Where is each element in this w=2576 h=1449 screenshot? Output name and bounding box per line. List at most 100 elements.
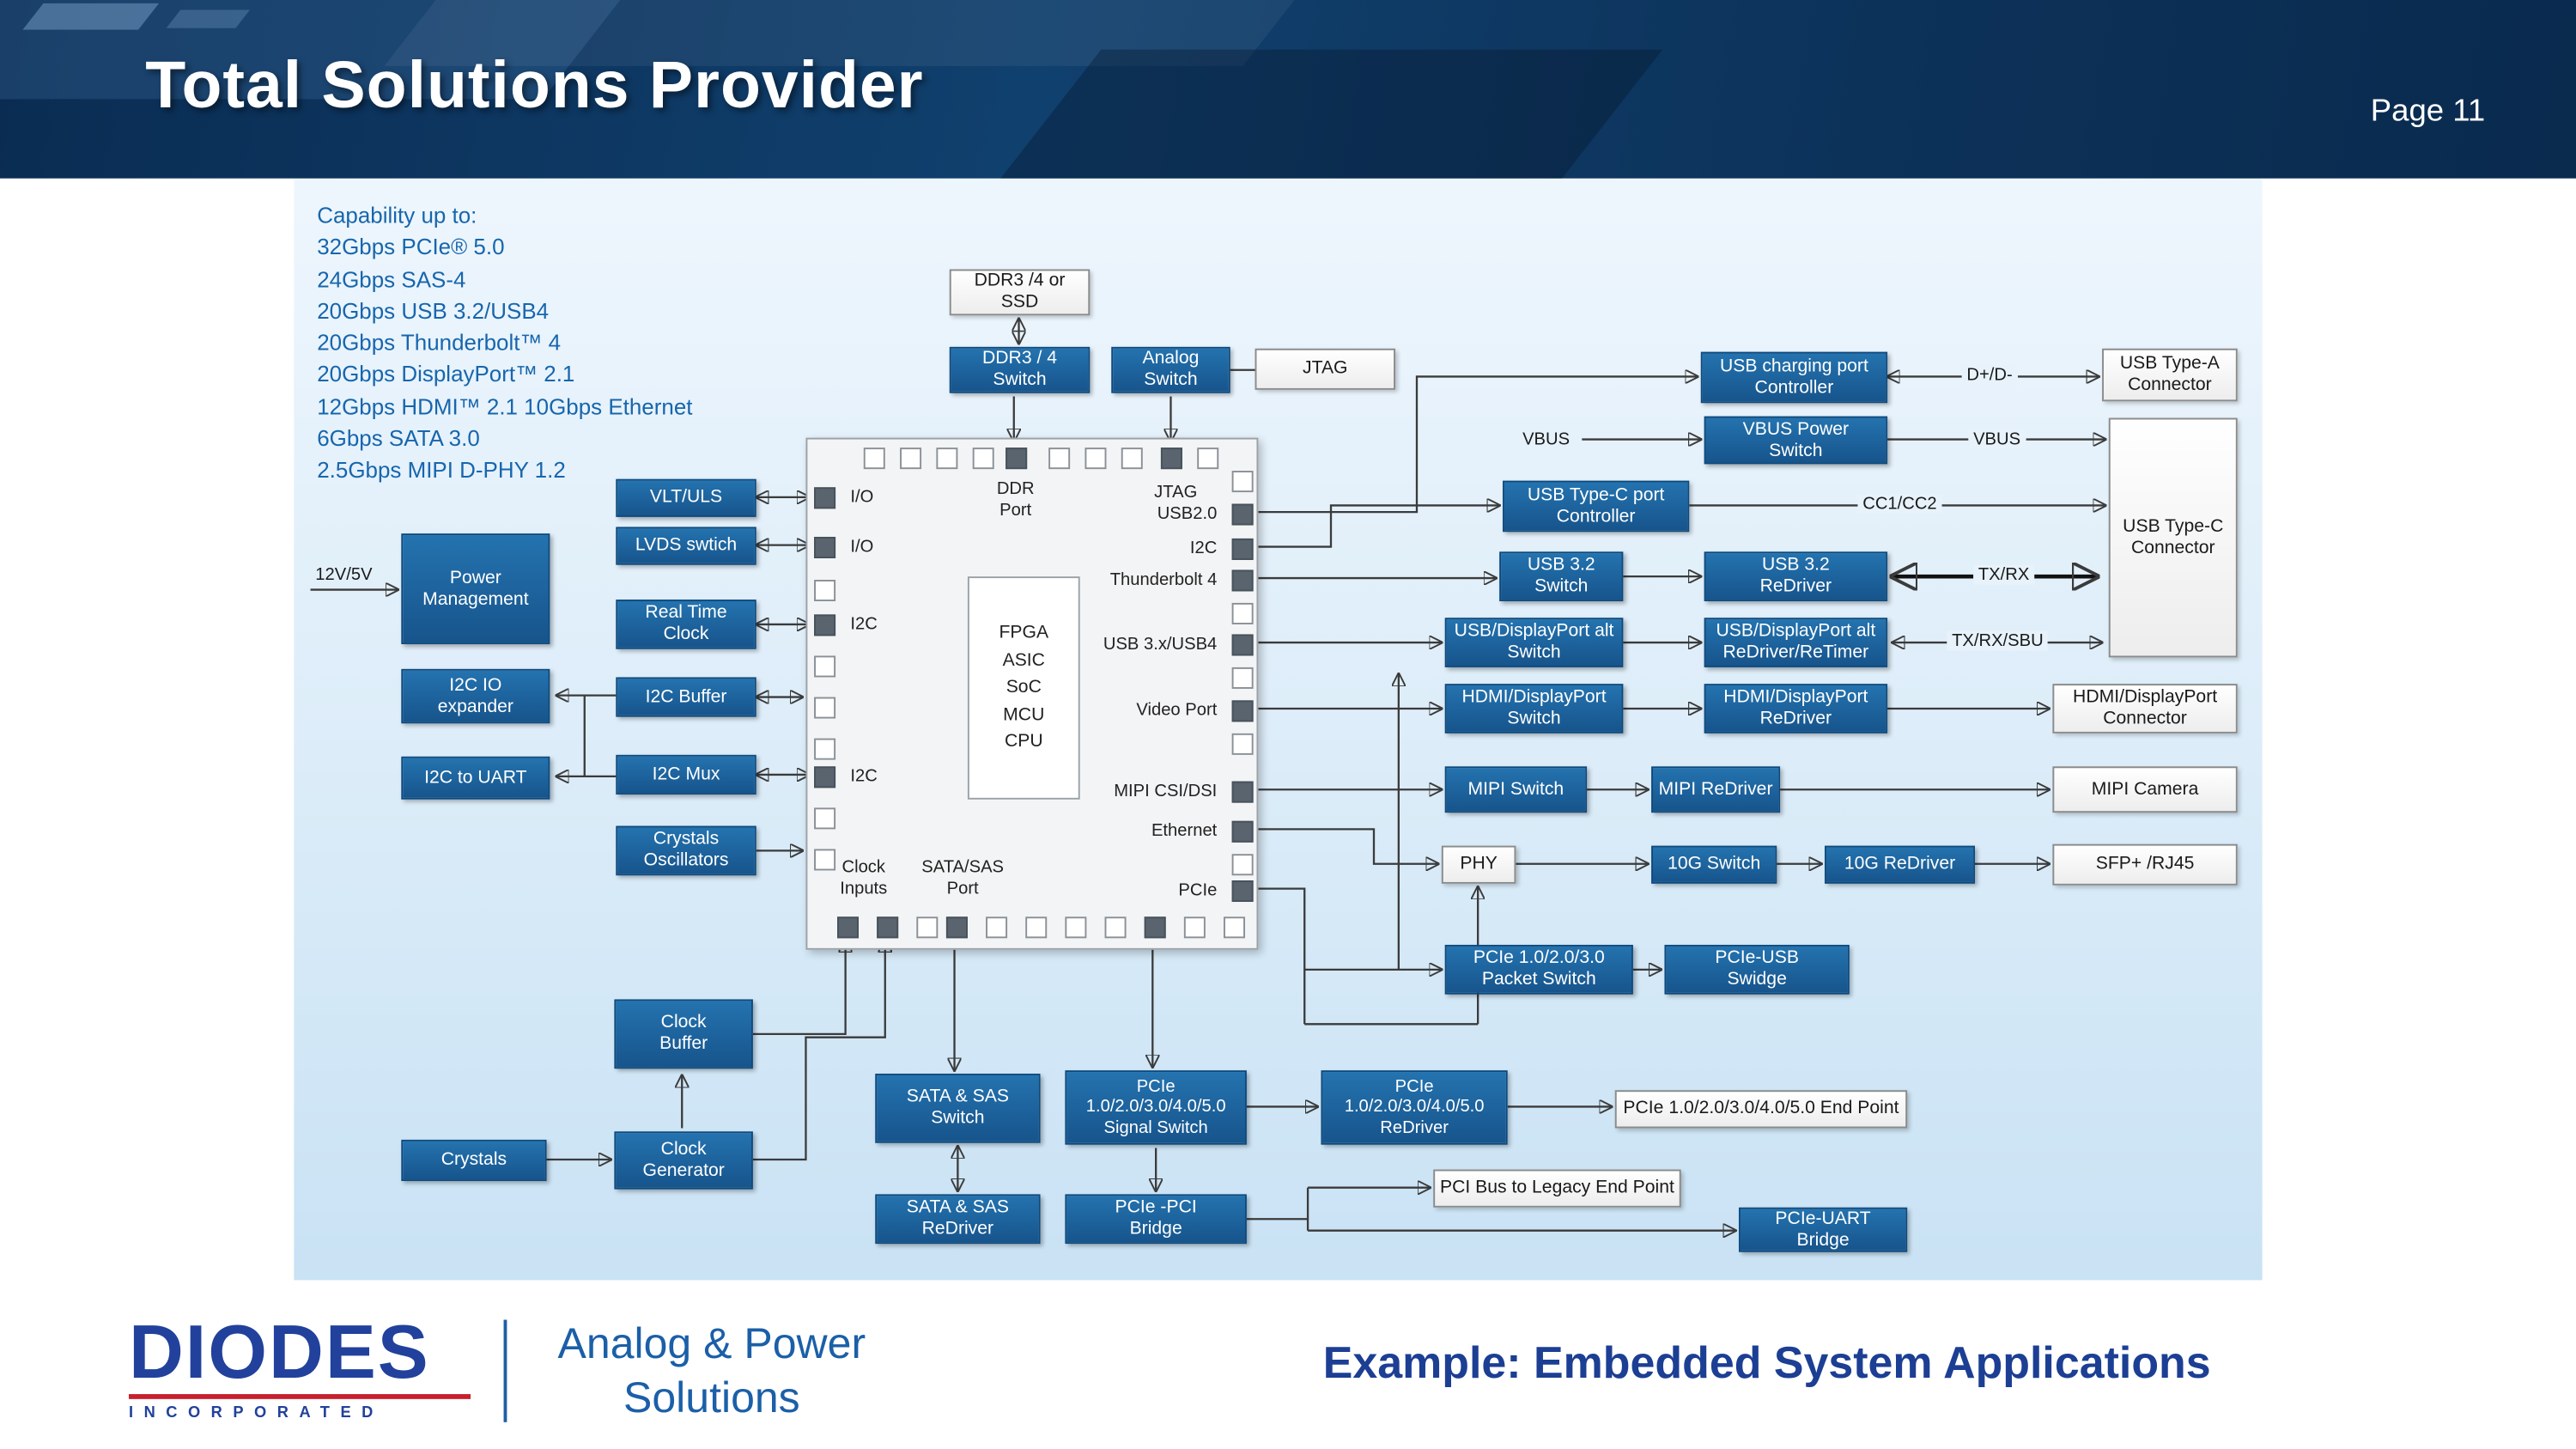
block-vbus-power-switch: VBUS Power Switch — [1704, 416, 1888, 465]
chip-pin — [1231, 634, 1254, 656]
signal-cc1-cc2: CC1/CC2 — [1857, 494, 1942, 514]
chip-port-mipi: MIPI CSI/DSI — [1114, 781, 1218, 801]
block-ddr3-ssd: DDR3 /4 or SSD — [949, 269, 1091, 316]
header-decoration — [166, 9, 250, 28]
chip-pin — [1231, 733, 1254, 755]
footer-tagline: Analog & Power Solutions — [557, 1318, 866, 1422]
block-clock-generator: Clock Generator — [614, 1131, 753, 1190]
signal-dp-dm: D+/D- — [1961, 365, 2018, 386]
block-real-time-clock: Real Time Clock — [616, 600, 756, 649]
block-hdmi-dp-connector: HDMI/DisplayPort Connector — [2052, 684, 2238, 734]
block-crystals-oscillators: Crystals Oscillators — [616, 825, 756, 876]
chip-pin — [1183, 916, 1206, 939]
block-hdmi-dp-redriver: HDMI/DisplayPort ReDriver — [1704, 684, 1888, 734]
block-pcie-uart-bridge: PCIe-UART Bridge — [1739, 1207, 1908, 1252]
chip-port-usb3x: USB 3.x/USB4 — [1103, 634, 1218, 654]
chip-pin — [814, 738, 836, 760]
chip-pin — [1065, 916, 1087, 939]
chip-pin — [1005, 447, 1028, 470]
block-lvds-switch: LVDS swtich — [616, 527, 756, 565]
block-power-management: Power Management — [401, 533, 550, 645]
chip-pin — [1231, 854, 1254, 876]
chip-pin — [945, 916, 968, 939]
block-usbdp-alt-switch: USB/DisplayPort alt Switch — [1444, 618, 1624, 667]
block-usb-c-connector: USB Type-C Connector — [2108, 417, 2238, 658]
chip-port-i2c: I2C — [850, 614, 878, 635]
chip-pin — [814, 697, 836, 719]
example-heading: Example: Embedded System Applications — [1322, 1337, 2211, 1388]
block-pcie-signal-switch: PCIe 1.0/2.0/3.0/4.0/5.0 Signal Switch — [1065, 1070, 1247, 1145]
block-ddr3-switch: DDR3 / 4 Switch — [949, 346, 1091, 393]
chip-pin — [1231, 781, 1254, 803]
block-pci-legacy-end-point: PCI Bus to Legacy End Point — [1433, 1169, 1681, 1208]
block-phy: PHY — [1441, 845, 1516, 884]
chip-pin — [1231, 667, 1254, 689]
chip-pin — [814, 487, 836, 509]
block-mipi-camera: MIPI Camera — [2052, 766, 2238, 813]
block-usbdp-alt-redriver: USB/DisplayPort alt ReDriver/ReTimer — [1704, 618, 1888, 667]
chip-pin — [1160, 447, 1182, 470]
chip-port-thunderbolt: Thunderbolt 4 — [1109, 569, 1218, 590]
chip-pin — [1231, 569, 1254, 592]
signal-12v5v: 12V/5V — [315, 564, 373, 585]
chip-pin — [1121, 447, 1143, 470]
header-decoration — [22, 3, 160, 30]
soc-chip: FPGA ASIC SoC MCU CPU DDR Port JTAG I/O … — [805, 437, 1259, 950]
chip-pin — [1144, 916, 1166, 939]
chip-pin — [1231, 602, 1254, 624]
block-i2c-to-uart: I2C to UART — [401, 756, 550, 800]
signal-txrx-sbu: TX/RX/SBU — [1947, 630, 2049, 651]
block-mipi-redriver: MIPI ReDriver — [1651, 766, 1781, 813]
signal-txrx: TX/RX — [1973, 564, 2035, 585]
chip-port-ethernet: Ethernet — [1151, 820, 1218, 841]
chip-core-label: FPGA ASIC SoC MCU CPU — [967, 576, 1080, 800]
block-sata-sas-switch: SATA & SAS Switch — [875, 1074, 1041, 1143]
diodes-logo-text: DIODES — [129, 1308, 430, 1395]
block-vlt-uls: VLT/ULS — [616, 478, 756, 517]
block-analog-switch: Analog Switch — [1111, 346, 1230, 393]
block-sata-sas-redriver: SATA & SAS ReDriver — [875, 1194, 1041, 1245]
block-hdmi-dp-switch: HDMI/DisplayPort Switch — [1444, 684, 1624, 734]
chip-pin — [814, 849, 836, 871]
chip-pin — [1231, 471, 1254, 493]
header-decoration — [946, 49, 1663, 179]
chip-port-i2c: I2C — [1189, 538, 1218, 559]
chip-pin — [936, 447, 958, 470]
chip-pin — [877, 916, 899, 939]
diodes-logo-bar — [129, 1394, 471, 1399]
chip-pin — [1048, 447, 1071, 470]
block-10g-switch: 10G Switch — [1651, 845, 1777, 884]
signal-vbus-in: VBUS — [1522, 429, 1571, 450]
block-usb-a-connector: USB Type-A Connector — [2102, 348, 2238, 402]
block-mipi-switch: MIPI Switch — [1444, 766, 1588, 813]
capability-list: Capability up to: 32Gbps PCIe® 5.0 24Gbp… — [317, 203, 693, 484]
chip-port-jtag: JTAG — [1154, 482, 1198, 502]
chip-pin — [1197, 447, 1219, 470]
block-sfp-rj45: SFP+ /RJ45 — [2052, 843, 2238, 886]
chip-pin — [986, 916, 1008, 939]
block-usb32-redriver: USB 3.2 ReDriver — [1704, 551, 1888, 602]
chip-pin — [1025, 916, 1048, 939]
chip-pin — [1084, 447, 1107, 470]
chip-pin — [814, 807, 836, 830]
chip-port-usb20: USB2.0 — [1157, 503, 1218, 524]
block-pcie-packet-switch: PCIe 1.0/2.0/3.0 Packet Switch — [1444, 945, 1633, 995]
block-jtag: JTAG — [1255, 348, 1396, 390]
chip-port-io: I/O — [850, 537, 874, 557]
chip-pin — [1231, 538, 1254, 560]
chip-pin — [1224, 916, 1246, 939]
block-i2c-buffer: I2C Buffer — [616, 677, 756, 717]
chip-port-io: I/O — [850, 487, 874, 508]
slide-header: Total Solutions Provider Page 11 — [0, 0, 2576, 179]
block-pcie-end-point: PCIe 1.0/2.0/3.0/4.0/5.0 End Point — [1614, 1090, 1908, 1129]
chip-pin — [814, 537, 836, 559]
block-i2c-mux: I2C Mux — [616, 754, 756, 795]
chip-port-clock: Clock Inputs — [840, 857, 888, 898]
chip-pin — [1231, 880, 1254, 903]
block-pcie-pci-bridge: PCIe -PCI Bridge — [1065, 1194, 1247, 1245]
chip-port-video: Video Port — [1136, 700, 1218, 721]
chip-pin — [916, 916, 939, 939]
chip-pin — [814, 614, 836, 636]
chip-pin — [900, 447, 922, 470]
chip-pin — [1231, 503, 1254, 526]
